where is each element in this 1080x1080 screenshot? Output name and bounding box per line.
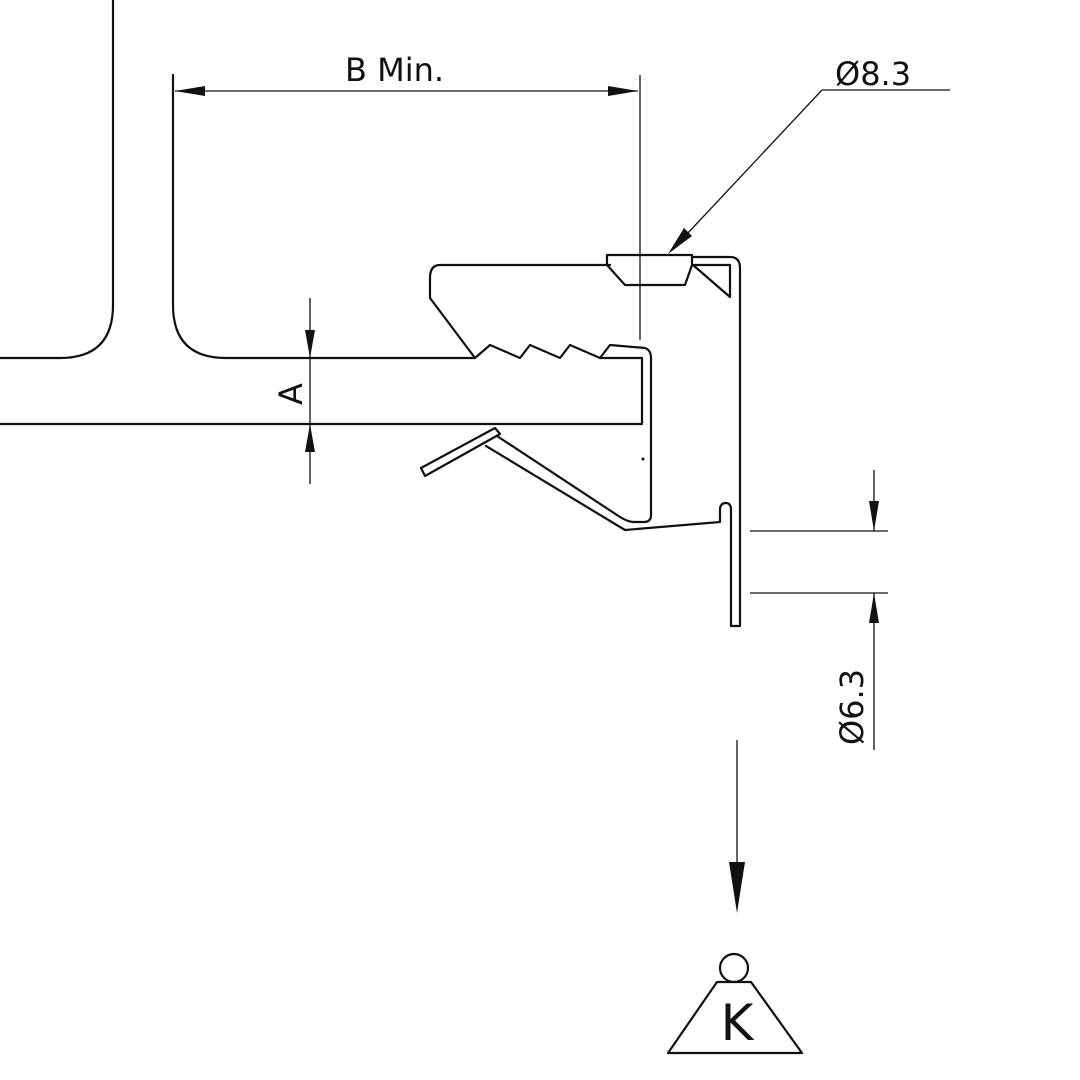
clamp-lower-arm [495, 434, 636, 524]
beam-clamp [419, 253, 742, 628]
dimension-b-min: B Min. [175, 51, 641, 340]
dimension-dia-side: Ø6.3 [750, 470, 888, 750]
girder-flange-bottom [0, 356, 644, 426]
dimension-a: A [272, 298, 315, 484]
clamp-lever [419, 426, 502, 478]
clamp-lower-arm-inner [484, 444, 627, 532]
load-indicator: K [666, 740, 804, 1055]
clamp-inner-corner [691, 263, 732, 299]
dimension-dia-top: Ø8.3 [668, 55, 950, 254]
clamp-bottom-return [623, 255, 742, 628]
load-arrow-head [729, 862, 745, 913]
weight-ring [718, 952, 750, 984]
clamp-top-nut [605, 253, 694, 287]
girder-web-left-edge [0, 0, 115, 360]
girder [0, 0, 644, 426]
girder-web-right-edge [171, 73, 477, 360]
clamp-upper-jaw [428, 263, 653, 524]
b-min-label: B Min. [345, 51, 444, 89]
weight-icon [666, 980, 804, 1055]
weight-label: K [721, 994, 755, 1052]
dia-top-label: Ø8.3 [835, 55, 911, 93]
dia-side-label: Ø6.3 [833, 669, 871, 745]
a-label: A [272, 383, 310, 405]
